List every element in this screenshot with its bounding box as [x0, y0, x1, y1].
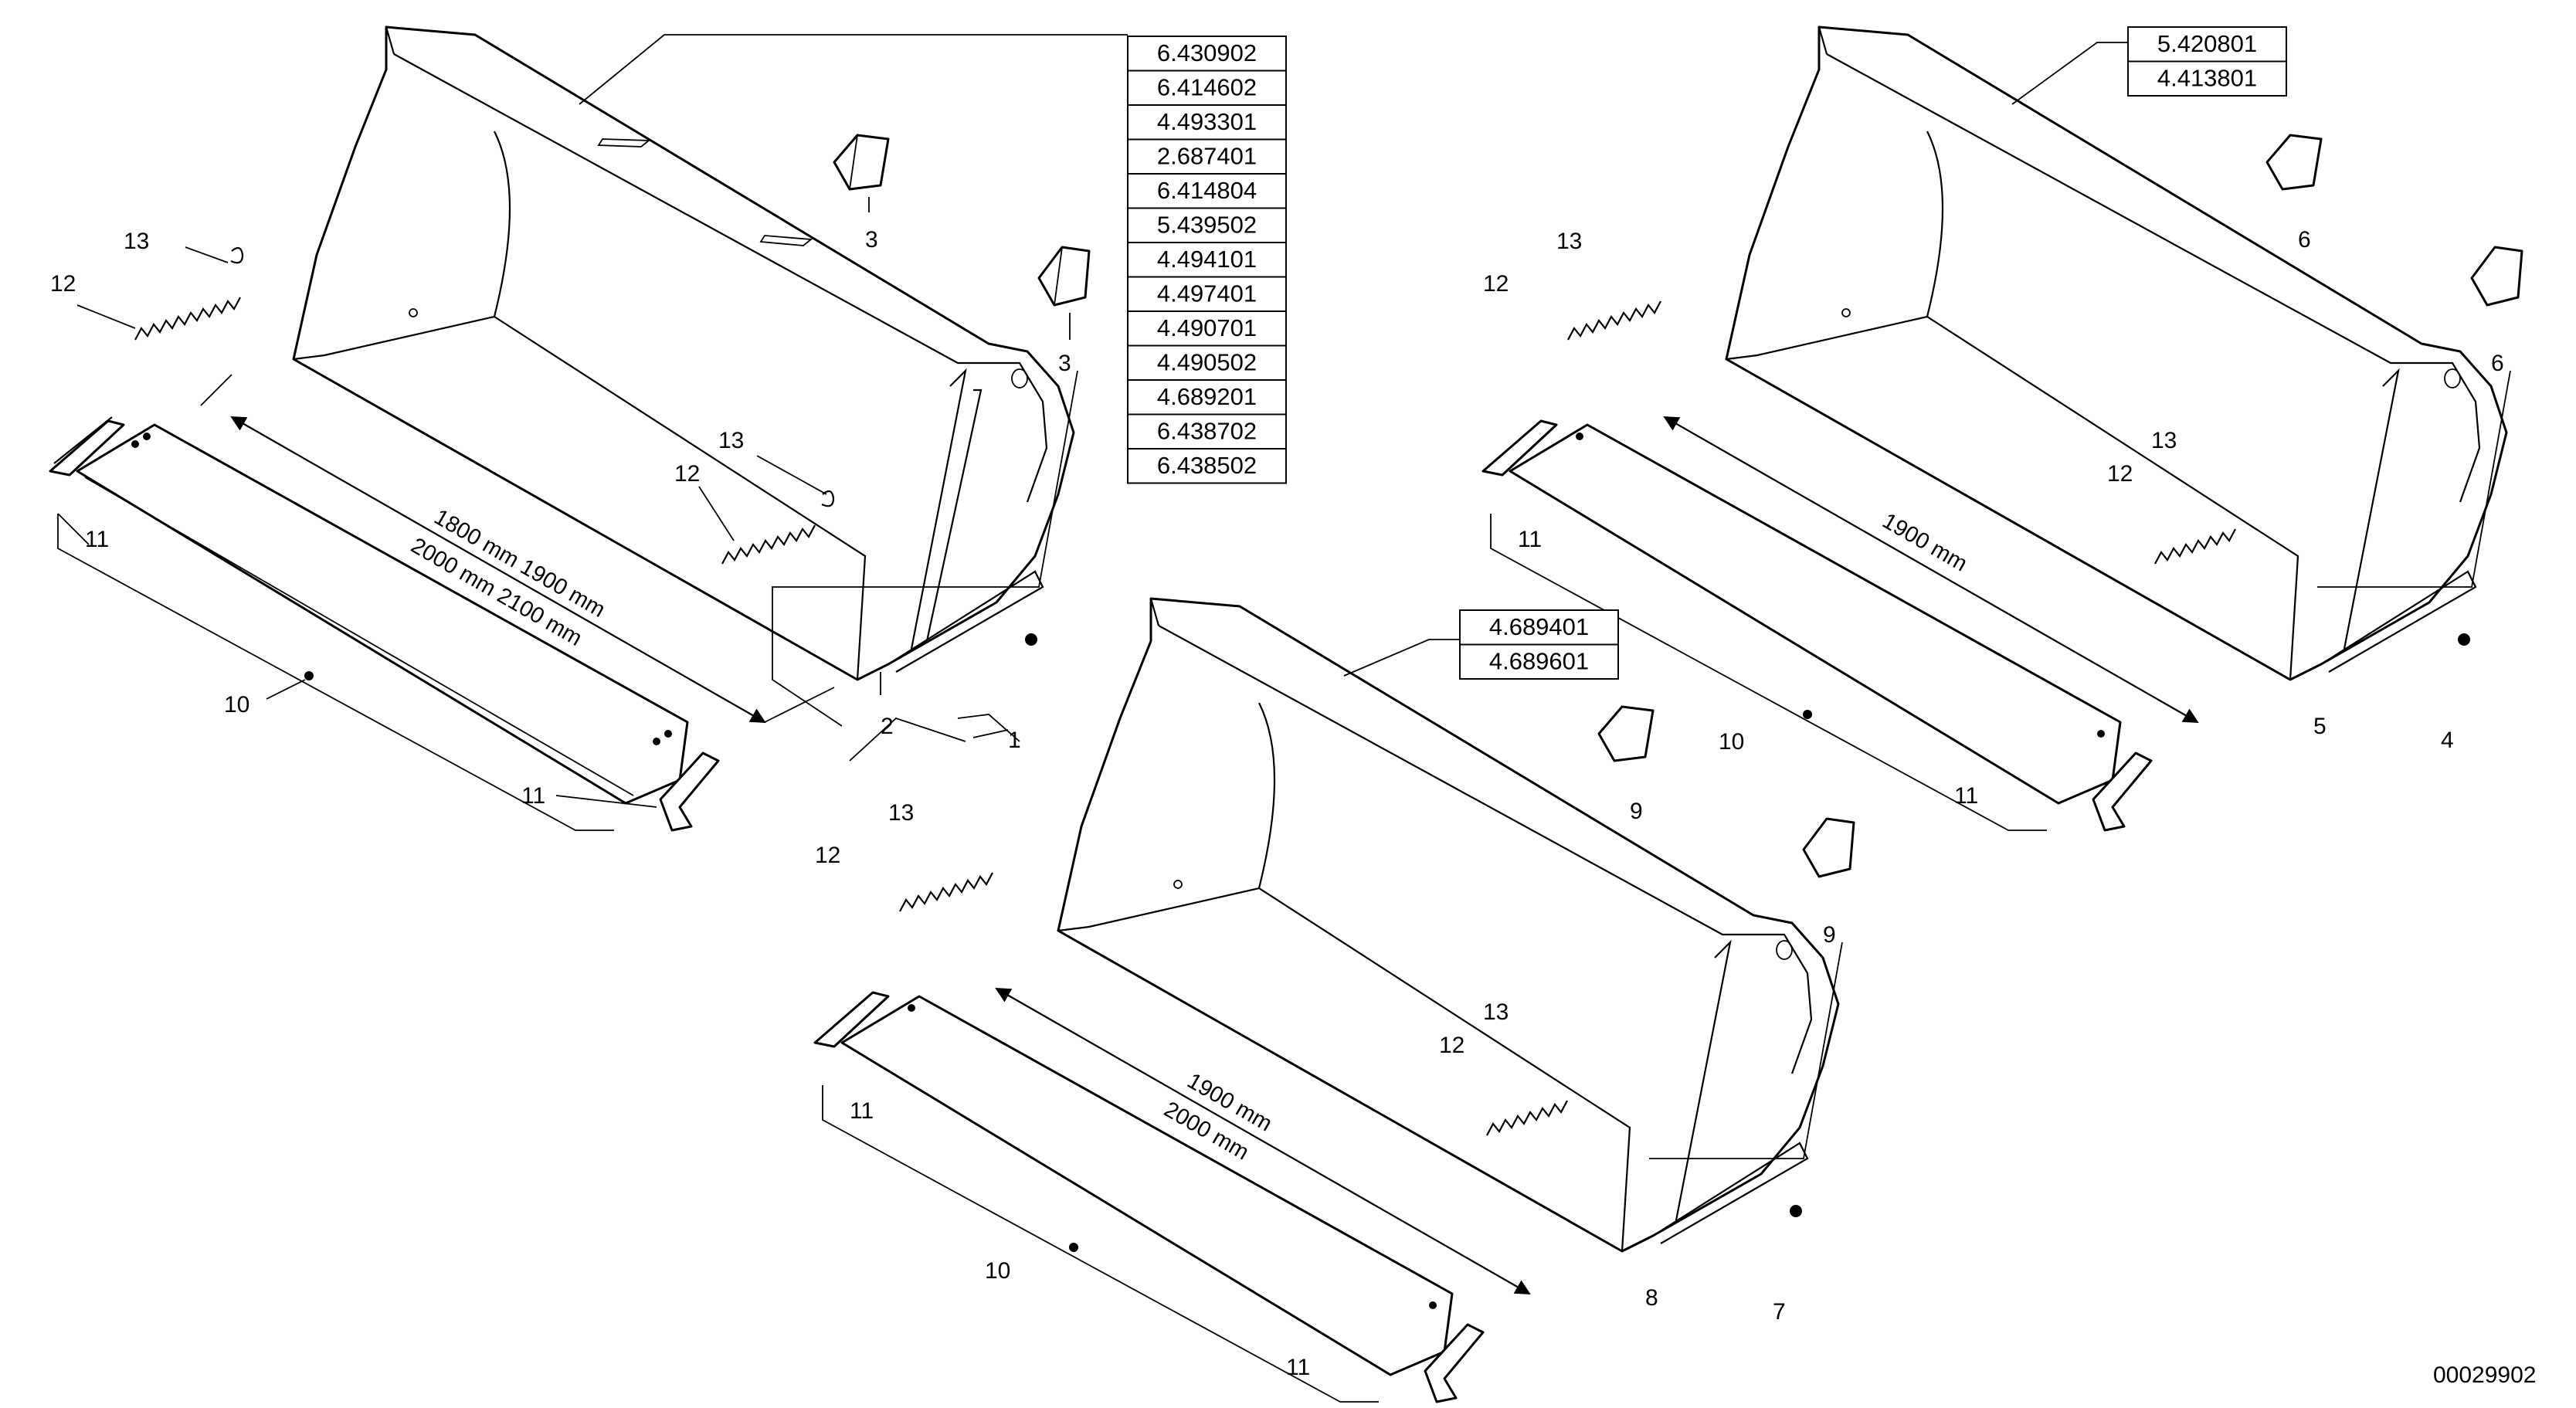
leader-lines — [57, 34, 1128, 831]
part-number: 4.494101 — [1157, 246, 1257, 273]
callout-8: 8 — [1645, 1285, 1658, 1311]
part-number: 4.490701 — [1157, 314, 1257, 341]
part-number-cell — [1459, 609, 1619, 646]
callout-13a: 13 — [1556, 229, 1582, 254]
callout-5: 5 — [2313, 714, 2327, 739]
spring-left — [899, 872, 993, 912]
callout-13b: 13 — [1483, 999, 1509, 1025]
bucket-assembly-1: 1800 mm 1900 mm 2000 mm 2100 mm 3 3 13 1… — [49, 25, 1287, 832]
wear-pad-b — [2470, 246, 2523, 307]
part-number-cell — [1127, 379, 1287, 416]
callout-1: 1 — [1008, 728, 1021, 753]
part-number-table-3: 4.689401 4.689601 — [1459, 609, 1619, 680]
blade-clip-left — [1481, 419, 1558, 477]
part-number: 6.430902 — [1157, 39, 1257, 66]
callout-12b: 12 — [1439, 1033, 1464, 1058]
part-number: 4.493301 — [1157, 108, 1257, 135]
part-number-cell — [1127, 207, 1287, 243]
wear-pad-b — [1037, 246, 1091, 307]
callout-13a: 13 — [124, 229, 149, 254]
callout-12a: 12 — [1483, 271, 1509, 297]
dimension-arrow — [995, 988, 1531, 1294]
bucket-body — [1725, 25, 2508, 681]
callout-11b: 11 — [521, 783, 545, 809]
blade-clip-left — [49, 416, 125, 477]
callout-3a: 3 — [865, 227, 878, 253]
callout-13b: 13 — [2151, 428, 2177, 453]
part-number-cell — [1127, 242, 1287, 278]
part-number-cell — [2127, 60, 2287, 97]
callout-12b: 12 — [2107, 461, 2133, 487]
part-number: 4.689601 — [1489, 648, 1589, 675]
part-number: 2.687401 — [1157, 143, 1257, 170]
spring-left — [1567, 300, 1661, 341]
dimension-arrow — [230, 416, 766, 723]
part-number: 4.689201 — [1157, 383, 1257, 410]
callout-11b: 11 — [1954, 783, 1978, 809]
wear-pad-a — [833, 134, 890, 191]
wear-pad-a — [1597, 705, 1655, 762]
part-number-cell — [1127, 448, 1287, 484]
callout-12b: 12 — [674, 461, 700, 487]
callout-11a: 11 — [85, 527, 109, 552]
part-number-table-2: 5.420801 4.413801 — [2127, 26, 2287, 97]
part-number-cell — [1127, 173, 1287, 209]
part-number-cell — [1459, 643, 1619, 680]
callout-12a: 12 — [50, 271, 76, 297]
callout-10: 10 — [224, 692, 249, 718]
callout-11a: 11 — [850, 1098, 874, 1124]
callout-10: 10 — [1719, 729, 1744, 755]
blade-clip-right — [2092, 751, 2153, 832]
part-number: 4.490502 — [1157, 349, 1257, 376]
spring-left — [134, 246, 244, 341]
wear-pad-a — [2265, 134, 2323, 191]
callout-13b: 13 — [718, 428, 744, 453]
bucket-assembly-7: 1900 mm 2000 mm 9 9 13 12 13 12 11 10 11… — [813, 597, 1855, 1403]
part-number: 4.413801 — [2157, 65, 2257, 92]
bucket-body — [292, 25, 1075, 681]
part-number-table-1: 6.430902 6.414602 4.493301 2.687401 6.414804… — [1127, 36, 1287, 484]
callout-10: 10 — [985, 1258, 1010, 1284]
callout-11b: 11 — [1286, 1355, 1310, 1380]
part-number: 4.689401 — [1489, 613, 1589, 640]
callout-13a: 13 — [888, 800, 914, 826]
bucket-body — [1057, 597, 1840, 1253]
callout-2: 2 — [881, 714, 894, 739]
blade-clip-left — [813, 991, 890, 1048]
callout-11a: 11 — [1518, 527, 1542, 552]
part-number: 5.439502 — [1157, 212, 1257, 239]
part-number: 6.438702 — [1157, 418, 1257, 445]
part-number: 6.414602 — [1157, 74, 1257, 101]
callout-7: 7 — [1773, 1299, 1786, 1325]
leader-lines — [1490, 42, 2511, 831]
callout-3b: 3 — [1058, 351, 1071, 376]
wear-pad-b — [1802, 817, 1855, 878]
part-number-cell — [1127, 413, 1287, 450]
callout-9a: 9 — [1630, 799, 1643, 824]
part-number-cell — [1127, 310, 1287, 347]
callout-12a: 12 — [815, 843, 840, 868]
blade-clip-right — [659, 751, 720, 832]
drawing-number: 00029902 — [2433, 1362, 2536, 1388]
part-number-cell — [1127, 36, 1287, 72]
callout-6a: 6 — [2298, 227, 2311, 253]
part-number: 4.497401 — [1157, 280, 1257, 307]
dimension-arrow — [1663, 416, 2199, 723]
part-number: 5.420801 — [2157, 30, 2257, 57]
part-number: 6.414804 — [1157, 177, 1257, 204]
part-number-cell — [1127, 276, 1287, 312]
blade-clip-right — [1424, 1323, 1485, 1403]
leader-lines — [822, 639, 1843, 1403]
callout-4: 4 — [2441, 728, 2454, 753]
callout-9b: 9 — [1823, 922, 1836, 948]
part-number: 6.438502 — [1157, 452, 1257, 479]
callout-6b: 6 — [2491, 351, 2504, 376]
